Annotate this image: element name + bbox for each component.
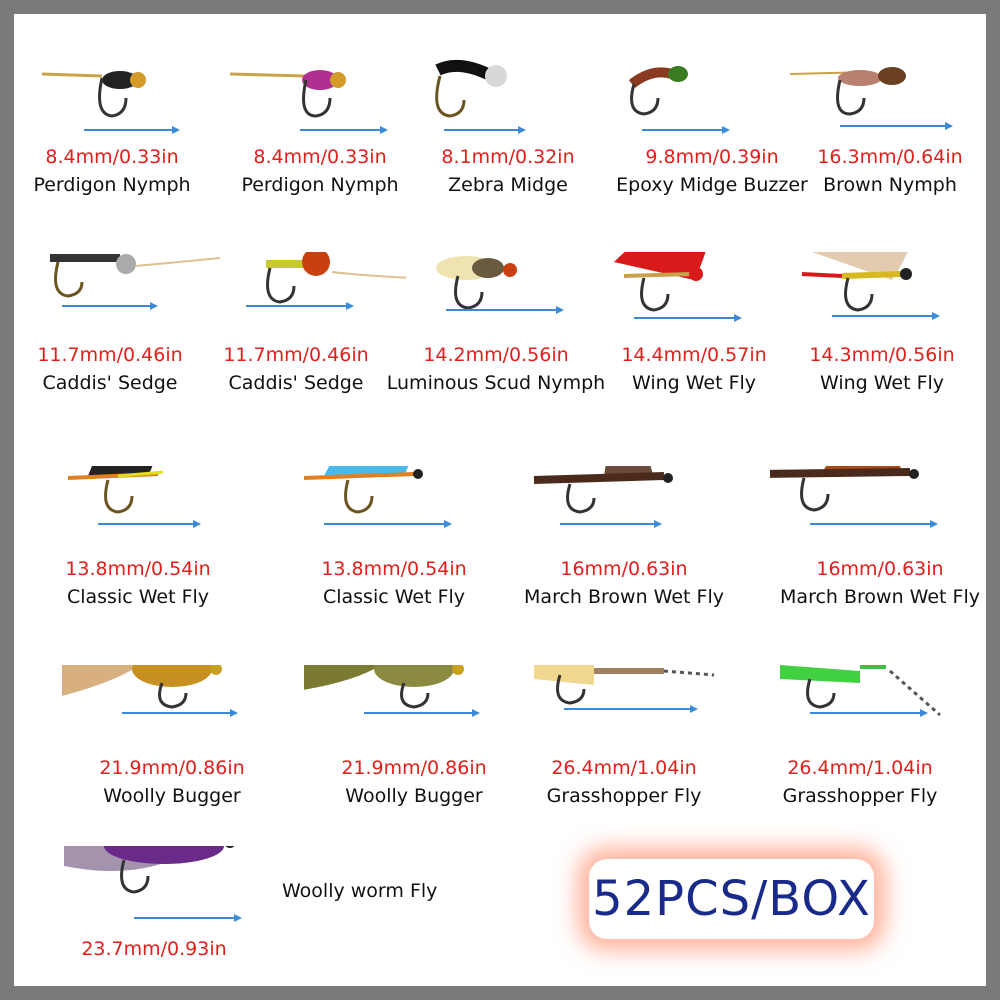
fly-size-label: 26.4mm/1.04in: [787, 757, 933, 779]
fly-size-label: 16mm/0.63in: [816, 558, 944, 580]
classic-wet-fly-illustration: [67, 466, 201, 528]
fly-size-label: 13.8mm/0.54in: [65, 558, 211, 580]
fly-item: 16.3mm/0.64in Brown Nymph: [780, 54, 986, 204]
perdigon-nymph-illustration: [41, 71, 180, 134]
zebra-midge-illustration: [435, 59, 526, 134]
fly-item: 23.7mm/0.93in: [44, 846, 264, 986]
fly-item: 16mm/0.63in March Brown Wet Fly: [770, 466, 986, 616]
fly-item: 21.9mm/0.86in Woolly Bugger: [304, 665, 524, 815]
fly-name-label: Perdigon Nymph: [33, 174, 191, 196]
woolly-bugger-illustration: [304, 665, 480, 717]
fly-name-label: Epoxy Midge Buzzer: [616, 174, 808, 196]
grasshopper-fly-illustration: [780, 665, 941, 717]
fly-size-label: 14.2mm/0.56in: [423, 344, 569, 366]
grasshopper-fly-illustration: [534, 665, 715, 713]
fly-size-label: 23.7mm/0.93in: [81, 938, 227, 960]
fly-name-label: Woolly Bugger: [345, 785, 483, 807]
fly-name-label: Wing Wet Fly: [819, 372, 945, 394]
fly-name-label: Zebra Midge: [448, 174, 568, 196]
fly-size-label: 9.8mm/0.39in: [645, 146, 779, 168]
fly-item: 26.4mm/1.04in Grasshopper Fly: [750, 665, 970, 815]
fly-item: 14.4mm/0.57in Wing Wet Fly: [584, 252, 804, 402]
fly-size-label: 8.4mm/0.33in: [253, 146, 387, 168]
fly-name-label: Woolly Bugger: [103, 785, 241, 807]
fly-name-label: March Brown Wet Fly: [780, 586, 980, 608]
fly-name-label: Classic Wet Fly: [66, 586, 210, 608]
fly-item: 11.7mm/0.46in Caddis' Sedge: [14, 252, 220, 402]
fly-size-label: 14.3mm/0.56in: [809, 344, 955, 366]
luminous-scud-nymph-illustration: [436, 256, 564, 314]
fly-item: 8.4mm/0.33in Perdigon Nymph: [14, 54, 222, 204]
fly-item: 8.1mm/0.32in Zebra Midge: [398, 54, 618, 204]
quantity-badge: 52PCS/BOX: [589, 859, 874, 939]
wing-wet-fly-illustration: [614, 252, 742, 322]
march-brown-wet-fly-illustration: [770, 466, 938, 528]
woolly-worm-fly-illustration: [64, 846, 242, 922]
quantity-badge-text: 52PCS/BOX: [592, 871, 871, 927]
fly-item: 11.7mm/0.46in Caddis' Sedge: [186, 252, 406, 402]
fly-size-label: 21.9mm/0.86in: [99, 757, 245, 779]
fly-item: 26.4mm/1.04in Grasshopper Fly: [514, 665, 734, 815]
fly-item: 9.8mm/0.39in Epoxy Midge Buzzer: [602, 54, 822, 204]
fly-name-label: Grasshopper Fly: [782, 785, 938, 807]
fly-name-label: Caddis' Sedge: [228, 372, 364, 394]
classic-wet-fly-illustration: [303, 466, 452, 528]
fly-name-label: March Brown Wet Fly: [524, 586, 724, 608]
fly-size-label: 21.9mm/0.86in: [341, 757, 487, 779]
fly-size-label: 8.1mm/0.32in: [441, 146, 575, 168]
fly-name-label: Wing Wet Fly: [631, 372, 757, 394]
march-brown-wet-fly-illustration: [533, 466, 673, 528]
fly-name-label: Luminous Scud Nymph: [386, 372, 606, 394]
product-sheet: 8.4mm/0.33in Perdigon Nymph 8.4mm/0.33in…: [14, 14, 986, 986]
perdigon-nymph-illustration: [229, 70, 388, 134]
brown-nymph-illustration: [789, 67, 953, 130]
fly-size-label: 11.7mm/0.46in: [223, 344, 369, 366]
fly-item: 8.4mm/0.33in Perdigon Nymph: [210, 54, 430, 204]
fly-name-label: Grasshopper Fly: [546, 785, 702, 807]
fly-item: 14.3mm/0.56in Wing Wet Fly: [772, 252, 986, 402]
caddis-sedge-illustration: [246, 252, 406, 310]
caddis-sedge-illustration: [50, 254, 220, 310]
fly-size-label: 16.3mm/0.64in: [817, 146, 963, 168]
fly-size-label: 26.4mm/1.04in: [551, 757, 697, 779]
fly-item: 14.2mm/0.56in Luminous Scud Nymph: [386, 252, 606, 402]
fly-item: 21.9mm/0.86in Woolly Bugger: [62, 665, 282, 815]
fly-size-label: 13.8mm/0.54in: [321, 558, 467, 580]
wing-wet-fly-illustration: [801, 252, 940, 320]
fly-size-label: 16mm/0.63in: [560, 558, 688, 580]
fly-size-label: 8.4mm/0.33in: [45, 146, 179, 168]
epoxy-midge-buzzer-illustration: [628, 66, 730, 134]
fly-name-label: Perdigon Nymph: [241, 174, 399, 196]
fly-name-label: Caddis' Sedge: [42, 372, 178, 394]
woolly-bugger-illustration: [62, 665, 238, 717]
fly-size-label: 11.7mm/0.46in: [37, 344, 183, 366]
fly-size-label: 14.4mm/0.57in: [621, 344, 767, 366]
fly-name-label: Woolly worm Fly: [282, 880, 438, 902]
fly-name-label: Brown Nymph: [823, 174, 957, 196]
fly-item: 13.8mm/0.54in Classic Wet Fly: [284, 466, 504, 616]
fly-name-label: Classic Wet Fly: [322, 586, 466, 608]
fly-item: 13.8mm/0.54in Classic Wet Fly: [28, 466, 248, 616]
fly-item: 16mm/0.63in March Brown Wet Fly: [514, 466, 734, 616]
